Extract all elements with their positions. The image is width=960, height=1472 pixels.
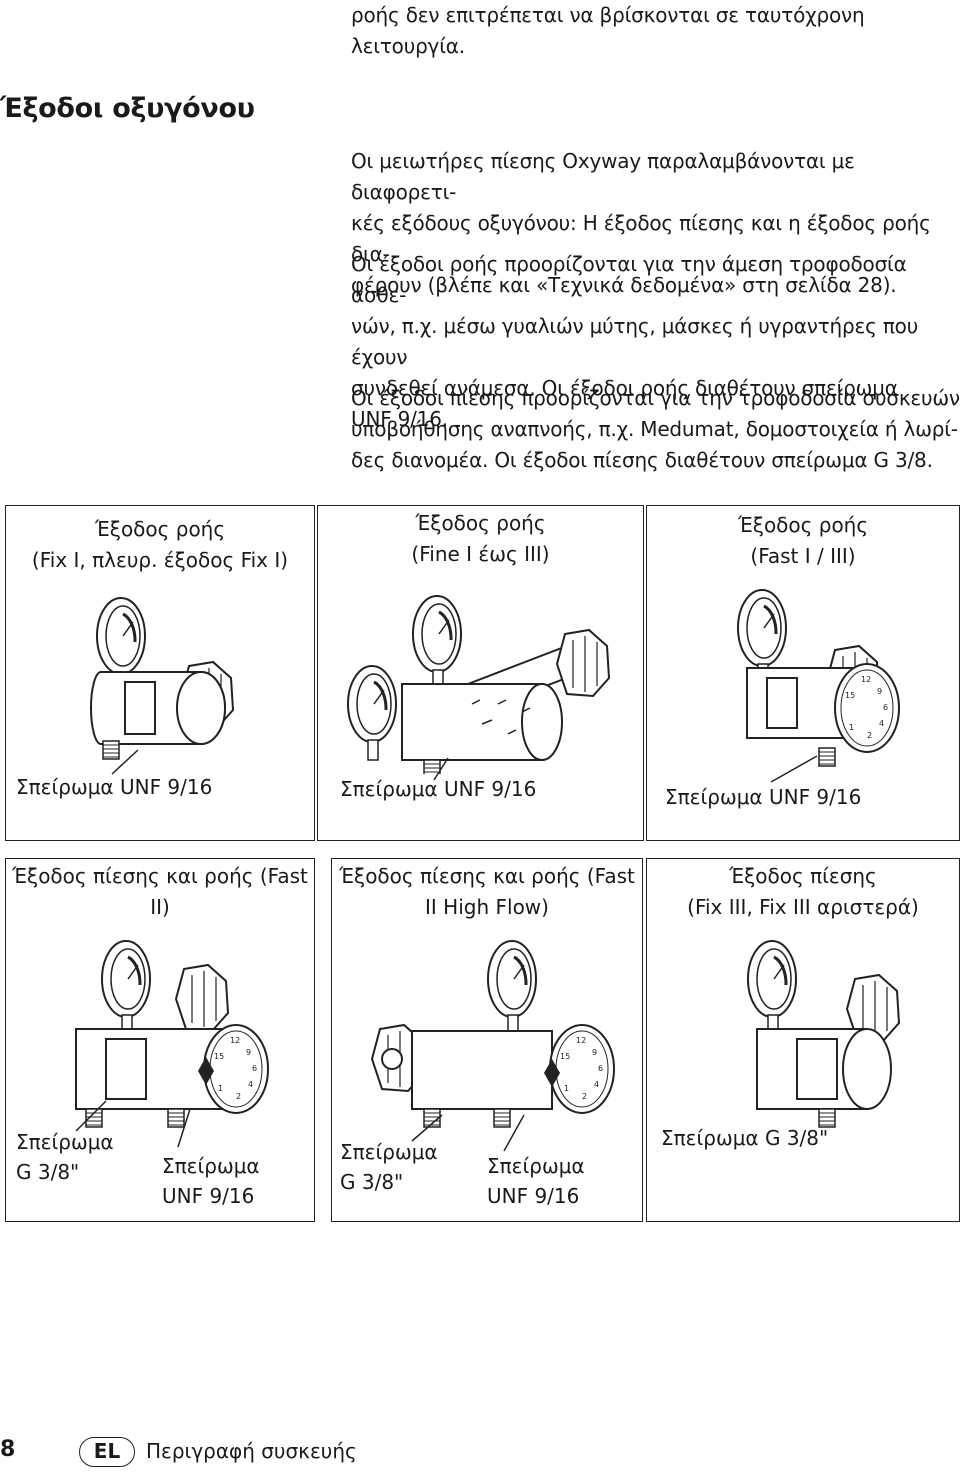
regulator-illustration (90, 596, 234, 760)
paragraph-line: κές εξόδους οξυγόνου: Η έξοδος πίεσης κα… (351, 211, 931, 266)
thread-label-line: Σπείρωμα (162, 1154, 260, 1178)
paragraph-2: Οι έξοδοι ροής προορίζονται για την άμεσ… (351, 249, 960, 435)
panel-title-line: Έξοδος πίεσης και ροής (Fast (12, 864, 308, 888)
paragraph-line: Οι έξοδοι ροής προορίζονται για την άμεσ… (351, 252, 907, 307)
thread-label-line: Σπείρωμα (340, 1140, 438, 1164)
panel-title-line: Έξοδος πίεσης (729, 864, 877, 888)
panel-title: Έξοδος ροής (Fix I, πλευρ. έξοδος Fix I) (6, 514, 314, 576)
panel-title: Έξοδος ροής (Fast I / III) (647, 510, 959, 572)
thread-label: Σπείρωμα UNF 9/16 (340, 777, 537, 801)
paragraph-line: Οι μειωτήρες πίεσης Oxyway παραλαμβάνοντ… (351, 149, 855, 204)
panel-fast: Έξοδος ροής (Fast I / III) Σπείρωμα UNF … (646, 505, 960, 841)
paragraph-3: Οι έξοδοι πίεσης προορίζονται για την τρ… (351, 383, 960, 476)
panel-title-line: II High Flow) (425, 895, 549, 919)
paragraph-line: υποβοήθησης αναπνοής, π.χ. Medumat, δομο… (351, 417, 958, 441)
panel-title-line: (Fast I / III) (750, 544, 856, 568)
thread-label-g38: Σπείρωμα G 3/8" (16, 1127, 114, 1187)
panel-title-line: Έξοδος ροής (737, 513, 869, 537)
intro-line: ροής δεν επιτρέπεται να βρίσκονται σε τα… (351, 3, 865, 27)
paragraph-line: UNF 9/16. (351, 407, 448, 431)
paragraph-line: φέρουν (βλέπε και «Τεχνικά δεδομένα» στη… (351, 273, 897, 297)
thread-label-line: Σπείρωμα (487, 1154, 585, 1178)
panel-fine: Έξοδος ροής (Fine I έως III) Σπείρωμα UN… (317, 505, 644, 841)
pointer-lines (75, 1100, 191, 1148)
panel-title: Έξοδος πίεσης (Fix III, Fix III αριστερά… (647, 861, 959, 923)
pointer-line (770, 755, 818, 783)
page-number: 8 (0, 1437, 16, 1462)
paragraph-1: Οι μειωτήρες πίεσης Oxyway παραλαμβάνοντ… (351, 146, 960, 301)
pointer-line (111, 749, 139, 775)
regulator-illustration (346, 594, 610, 774)
thread-label-line: UNF 9/16 (162, 1184, 255, 1208)
thread-label-g38: Σπείρωμα G 3/8" (340, 1137, 438, 1197)
intro-line: λειτουργία. (351, 34, 465, 58)
panel-title-line: (Fix I, πλευρ. έξοδος Fix I) (31, 548, 289, 572)
section-heading: Έξοδοι οξυγόνου (0, 93, 255, 124)
language-badge: EL (79, 1437, 135, 1467)
paragraph-line: δες διανομέα. Οι έξοδοι πίεσης διαθέτουν… (351, 448, 933, 472)
thread-label-line: Σπείρωμα (16, 1130, 114, 1154)
panel-title: Έξοδος πίεσης και ροής (Fast II High Flo… (332, 861, 642, 923)
thread-label-line: G 3/8" (16, 1160, 80, 1184)
panel-title-line: II) (150, 895, 170, 919)
panel-title-line: Έξοδος ροής (415, 511, 546, 535)
panel-fix-i: Έξοδος ροής (Fix I, πλευρ. έξοδος Fix I)… (5, 505, 315, 841)
thread-label: Σπείρωμα G 3/8" (661, 1126, 829, 1150)
panel-title: Έξοδος ροής (Fine I έως III) (318, 508, 643, 570)
panel-fast-ii-high-flow: Έξοδος πίεσης και ροής (Fast II High Flo… (331, 858, 643, 1222)
regulator-illustration (736, 588, 900, 767)
intro-text: ροής δεν επιτρέπεται να βρίσκονται σε τα… (351, 0, 865, 62)
panel-fast-ii: Έξοδος πίεσης και ροής (Fast II) Σπείρωμ… (5, 858, 315, 1222)
pointer-line (433, 757, 449, 781)
regulator-illustration (371, 939, 615, 1128)
thread-label-unf: Σπείρωμα UNF 9/16 (162, 1151, 260, 1211)
paragraph-line: συνδεθεί ανάμεσα. Οι έξοδοι ροής διαθέτο… (351, 376, 898, 400)
paragraph-line: νών, π.χ. μέσω γυαλιών μύτης, μάσκες ή υ… (351, 314, 919, 369)
thread-label: Σπείρωμα UNF 9/16 (16, 775, 213, 799)
panel-fix-iii: Έξοδος πίεσης (Fix III, Fix III αριστερά… (646, 858, 960, 1222)
thread-label-line: UNF 9/16 (487, 1184, 580, 1208)
panel-title: Έξοδος πίεσης και ροής (Fast II) (6, 861, 314, 923)
regulator-illustration (746, 939, 900, 1128)
thread-label-line: G 3/8" (340, 1170, 404, 1194)
pointer-lines (411, 1114, 525, 1152)
panel-title-line: Έξοδος πίεσης και ροής (Fast (339, 864, 635, 888)
regulator-illustration (75, 939, 269, 1128)
thread-label: Σπείρωμα UNF 9/16 (665, 785, 862, 809)
panel-title-line: (Fine I έως III) (411, 542, 550, 566)
paragraph-line: Οι έξοδοι πίεσης προορίζονται για την τρ… (351, 386, 960, 410)
thread-label-unf: Σπείρωμα UNF 9/16 (487, 1151, 585, 1211)
panel-title-line: (Fix III, Fix III αριστερά) (687, 895, 919, 919)
panel-title-line: Έξοδος ροής (94, 517, 226, 541)
footer-title: Περιγραφή συσκευής (146, 1439, 357, 1463)
